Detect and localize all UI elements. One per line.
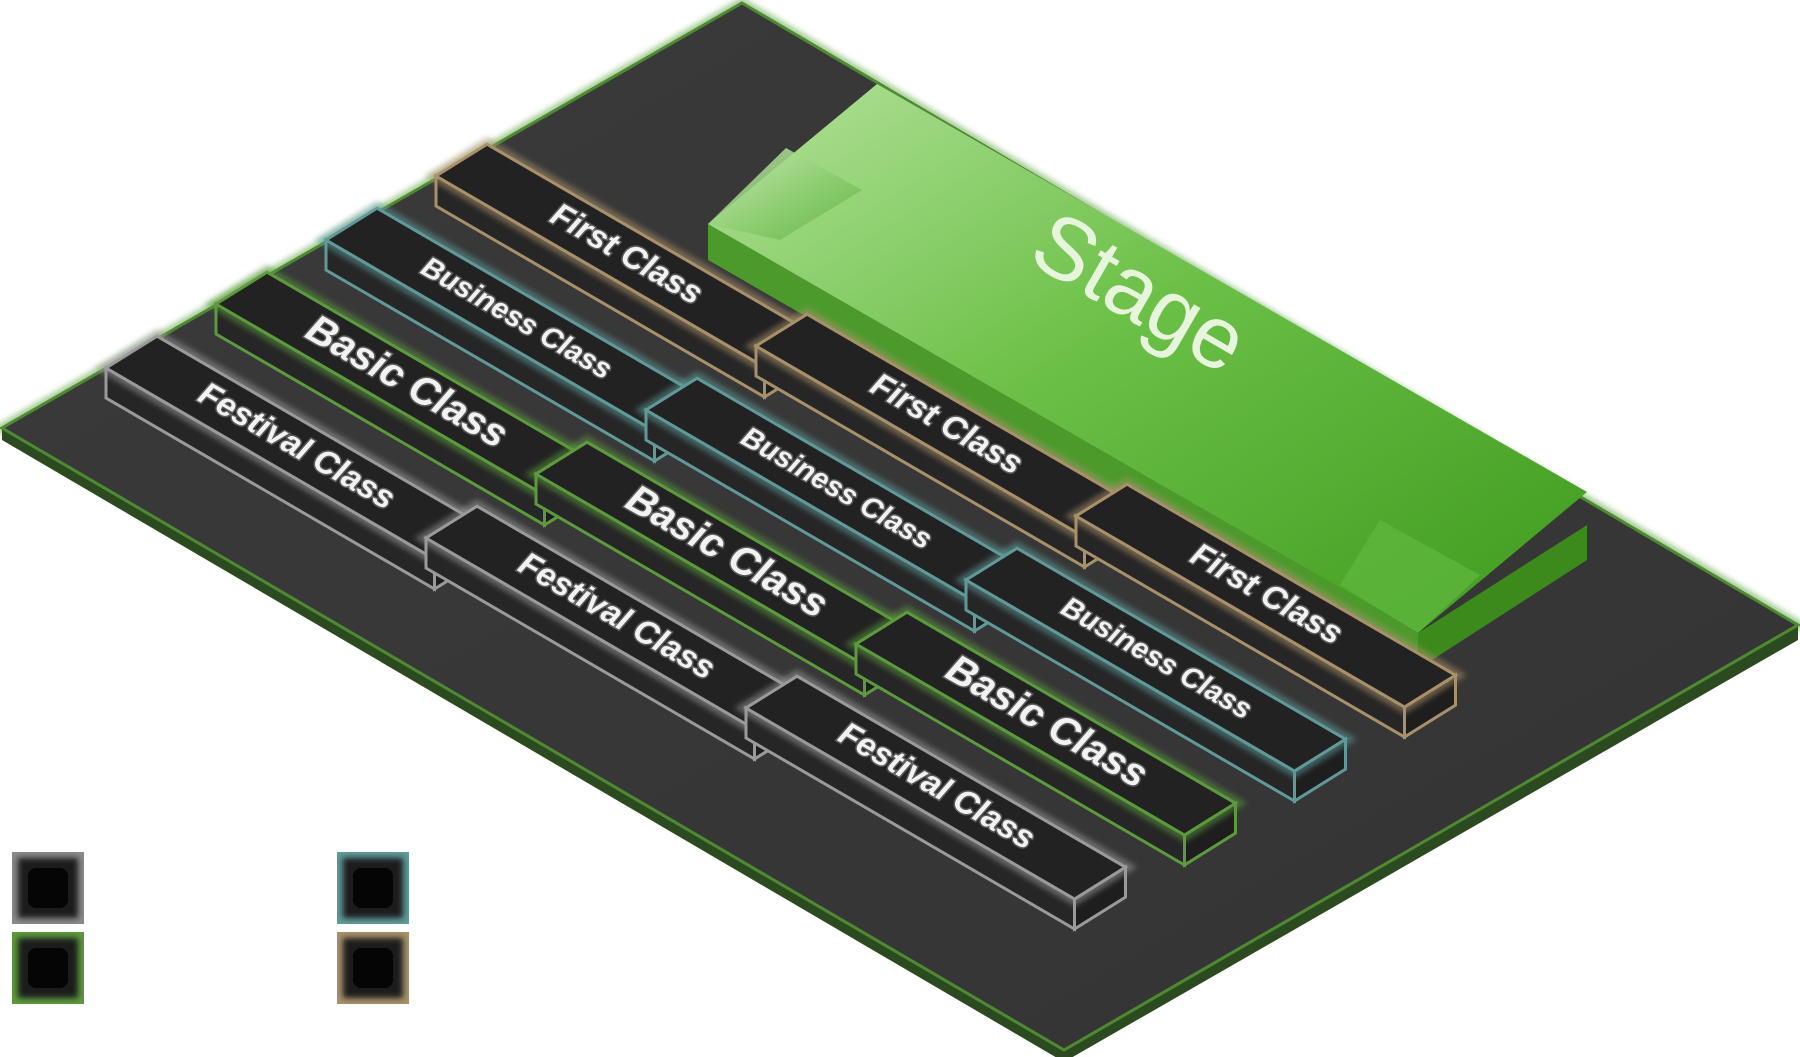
section-top-face <box>743 674 1129 901</box>
stage-step <box>708 148 862 240</box>
legend-swatch-first <box>337 932 409 1004</box>
legend-swatch-festival <box>12 852 84 924</box>
legend-swatch-business <box>337 852 409 924</box>
section-top-face <box>853 610 1239 837</box>
stage-ramp <box>1340 520 1480 633</box>
legend-swatch-basic <box>12 932 84 1004</box>
legend-swatch-core <box>28 868 68 908</box>
stage-right-side <box>1418 525 1587 669</box>
section-top-face <box>963 546 1349 773</box>
legend-swatch-core <box>353 948 393 988</box>
stage-top <box>708 84 1587 633</box>
legend-swatch-core <box>28 948 68 988</box>
legend <box>12 852 409 1004</box>
section-top-face <box>1073 482 1459 709</box>
legend-swatch-core <box>353 868 393 908</box>
